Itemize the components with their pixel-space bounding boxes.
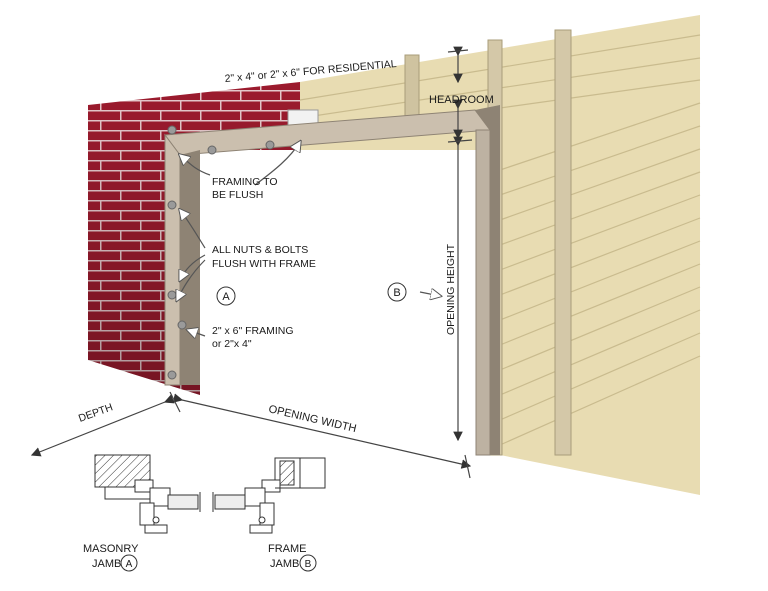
headroom-label: HEADROOM [429, 94, 494, 106]
masonry-jamb-detail [94, 454, 201, 534]
svg-text:FRAME: FRAME [268, 543, 307, 555]
svg-text:A: A [126, 559, 133, 570]
svg-text:MASONRY: MASONRY [83, 543, 139, 555]
bolt-icon [207, 145, 217, 155]
nuts-bolts-label-2: FLUSH WITH FRAME [212, 258, 316, 270]
framing-flush-label-2: BE FLUSH [212, 189, 263, 201]
frame-jamb-detail [212, 457, 326, 534]
svg-text:JAMB: JAMB [270, 558, 299, 570]
svg-text:JAMB: JAMB [92, 558, 121, 570]
bolt-icon [167, 370, 177, 380]
bolt-icon [177, 320, 187, 330]
masonry-jamb-caption: MASONRY JAMB A [83, 543, 139, 572]
depth-label: DEPTH [77, 401, 115, 424]
bolt-icon [167, 125, 177, 135]
dimension-lines [30, 46, 473, 479]
framing-size-label-2: or 2"x 4" [212, 338, 252, 350]
svg-text:B: B [305, 559, 312, 570]
bolt-icon [167, 290, 177, 300]
opening-height-label: OPENING HEIGHT [445, 243, 457, 335]
framing-flush-label-1: FRAMING TO [212, 176, 278, 188]
circle-marker-a: A [216, 286, 236, 306]
framing-size-label-1: 2" x 6" FRAMING [212, 325, 294, 337]
bolt-icons [167, 125, 275, 380]
bolt-icon [167, 200, 177, 210]
svg-text:B: B [393, 287, 400, 299]
callout-arrows [177, 142, 440, 336]
circle-marker-b: B [387, 282, 407, 302]
nuts-bolts-label-1: ALL NUTS & BOLTS [212, 244, 308, 256]
frame-jamb-caption: FRAME JAMB B [268, 543, 317, 572]
svg-text:A: A [222, 291, 230, 303]
bolt-icon [265, 140, 275, 150]
